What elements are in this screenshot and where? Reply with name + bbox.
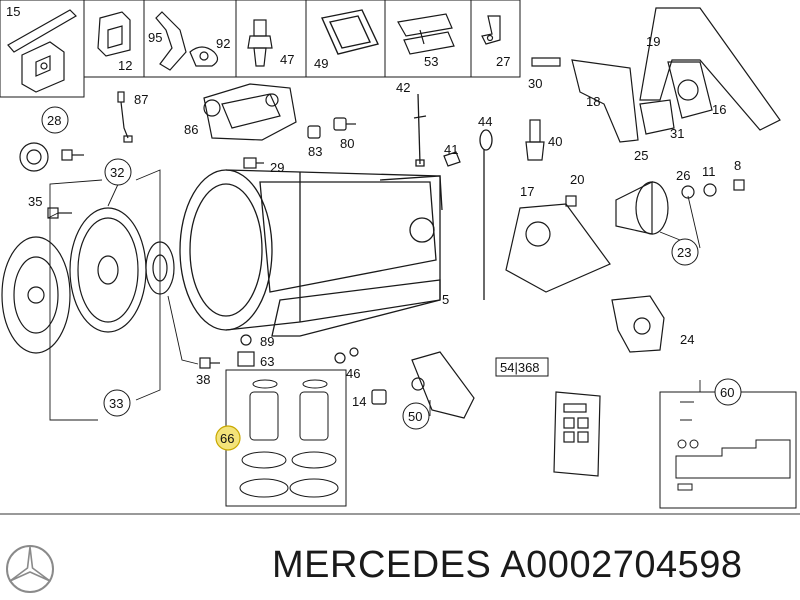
callout-12[interactable]: 12	[118, 58, 132, 73]
switch-50-drawing	[411, 351, 475, 419]
yoke-24-drawing	[611, 295, 665, 353]
callout-32[interactable]: 32	[110, 165, 124, 180]
gasket-28-drawing	[19, 142, 84, 172]
callout-18[interactable]: 18	[586, 94, 600, 109]
crossmember-drawing	[531, 7, 781, 143]
label-box-54-368	[495, 357, 549, 377]
drive-plate-drawing	[69, 207, 147, 333]
bolts-83-80-drawing	[307, 117, 356, 139]
gasket-49-drawing	[321, 9, 379, 55]
callout-31[interactable]: 31	[670, 126, 684, 141]
callout-41[interactable]: 41	[444, 142, 458, 157]
callout-circles	[41, 106, 742, 430]
callout-labels: 15 12 95 92 47 49 53 27 30 19 16 87 86 8…	[6, 4, 741, 446]
part-number-title: MERCEDES A0002704598	[272, 544, 743, 586]
sensor-87-drawing	[117, 91, 133, 143]
callout-27[interactable]: 27	[496, 54, 510, 69]
callout-44[interactable]: 44	[478, 114, 492, 129]
callout-33[interactable]: 33	[109, 396, 123, 411]
callout-26[interactable]: 26	[676, 168, 690, 183]
callout-8[interactable]: 8	[734, 158, 741, 173]
flexplate-drawing	[1, 236, 71, 354]
filter-kit-66-box	[225, 369, 347, 507]
callout-25[interactable]: 25	[634, 148, 648, 163]
callout-35[interactable]: 35	[28, 194, 42, 209]
callout-28[interactable]: 28	[47, 113, 61, 128]
callout-89[interactable]: 89	[260, 334, 274, 349]
bolt-29-drawing	[243, 157, 264, 169]
callout-53[interactable]: 53	[424, 54, 438, 69]
sensor-47-drawing	[247, 19, 273, 67]
callout-83[interactable]: 83	[308, 144, 322, 159]
callout-54-368[interactable]: 54|368	[500, 360, 540, 375]
callout-30[interactable]: 30	[528, 76, 542, 91]
callout-60[interactable]: 60	[720, 385, 734, 400]
callout-16[interactable]: 16	[712, 102, 726, 117]
small-parts-drawing	[199, 334, 359, 369]
callout-14[interactable]: 14	[352, 394, 366, 409]
mount-17-drawing	[505, 195, 611, 293]
callout-86[interactable]: 86	[184, 122, 198, 137]
mercedes-star-logo	[6, 545, 54, 593]
kit-60-box	[659, 391, 797, 509]
callout-47[interactable]: 47	[280, 52, 294, 67]
callout-87[interactable]: 87	[134, 92, 148, 107]
parts-diagram: 15 12 95 92 47 49 53 27 30 19 16 87 86 8…	[0, 0, 800, 515]
control-module-drawing	[553, 391, 601, 477]
dipstick-44-drawing	[479, 129, 493, 300]
callout-66[interactable]: 66	[220, 431, 234, 446]
bracket-27-drawing	[481, 15, 501, 45]
callout-95[interactable]: 95	[148, 30, 162, 45]
callout-24[interactable]: 24	[680, 332, 694, 347]
clip-53-drawing	[397, 13, 455, 55]
callout-50[interactable]: 50	[408, 409, 422, 424]
callout-46[interactable]: 46	[346, 366, 360, 381]
callout-92[interactable]: 92	[216, 36, 230, 51]
plug-41-drawing	[443, 151, 461, 167]
callout-38[interactable]: 38	[196, 372, 210, 387]
callout-11[interactable]: 11	[702, 164, 716, 179]
callout-5[interactable]: 5	[442, 292, 449, 307]
callout-80[interactable]: 80	[340, 136, 354, 151]
leader-lines	[47, 169, 701, 421]
callout-63[interactable]: 63	[260, 354, 274, 369]
callout-17[interactable]: 17	[520, 184, 534, 199]
callout-40[interactable]: 40	[548, 134, 562, 149]
callout-19[interactable]: 19	[646, 34, 660, 49]
callout-49[interactable]: 49	[314, 56, 328, 71]
callout-23[interactable]: 23	[677, 245, 691, 260]
transmission-housing-drawing	[179, 169, 443, 337]
nut-14-drawing	[371, 389, 387, 405]
top-panel-frame	[0, 0, 521, 98]
callout-66-circle	[215, 425, 241, 451]
callout-29[interactable]: 29	[270, 160, 284, 175]
clip-95-92-drawing	[155, 11, 219, 71]
valve-86-drawing	[203, 83, 297, 141]
flange-25-drawing	[615, 179, 745, 235]
bracket-12-drawing	[97, 11, 131, 57]
callout-42[interactable]: 42	[396, 80, 410, 95]
bracket-15-drawing	[7, 9, 77, 93]
dipstick-42-drawing	[413, 93, 427, 167]
callout-15[interactable]: 15	[6, 4, 20, 19]
fitting-40-drawing	[525, 119, 545, 161]
callout-20[interactable]: 20	[570, 172, 584, 187]
